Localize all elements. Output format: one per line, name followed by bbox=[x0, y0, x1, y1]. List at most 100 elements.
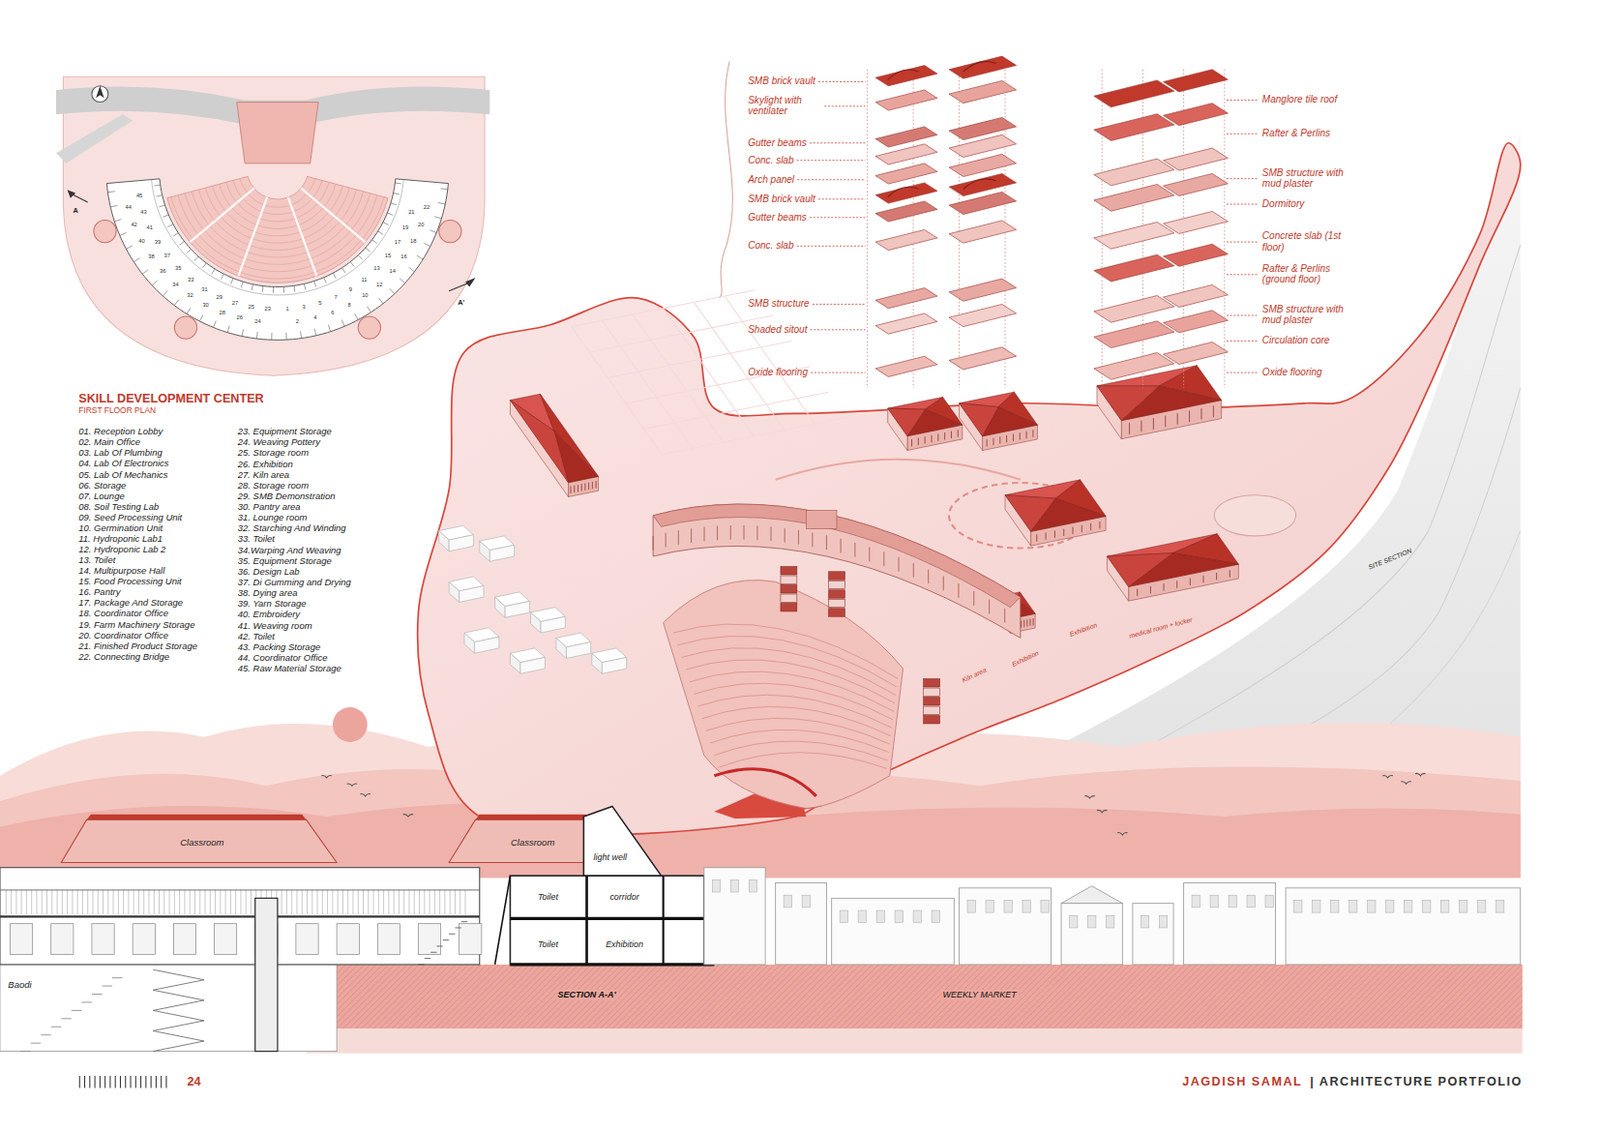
exploded-layer bbox=[875, 126, 938, 148]
window bbox=[417, 923, 441, 955]
illustration-line bbox=[169, 889, 171, 915]
room-list-item: 06. Storage bbox=[78, 479, 126, 491]
illustration-line bbox=[1188, 411, 1190, 423]
illustration-line bbox=[840, 538, 842, 554]
illustration-line bbox=[570, 485, 572, 493]
illustration-line bbox=[913, 69, 915, 388]
illustration-line bbox=[91, 889, 93, 915]
gable bbox=[583, 805, 661, 876]
room-list-item: 44. Coordinator Office bbox=[237, 651, 328, 663]
leader-line bbox=[797, 245, 866, 247]
town-building bbox=[959, 888, 1052, 965]
window bbox=[1495, 899, 1504, 913]
illustration-line bbox=[1215, 572, 1217, 580]
illustration-line bbox=[930, 435, 932, 443]
leader-line bbox=[818, 198, 866, 200]
illustration-line bbox=[1045, 532, 1047, 539]
illustration-line bbox=[41, 889, 43, 915]
exploded-layer bbox=[875, 229, 938, 250]
illustration-line bbox=[992, 438, 994, 445]
illustration-line bbox=[423, 889, 425, 915]
plan-room-number: 41 bbox=[147, 224, 153, 232]
town-building bbox=[1061, 903, 1123, 965]
illustration-line bbox=[251, 284, 253, 291]
illustration-line bbox=[1177, 413, 1179, 425]
exploded-layer bbox=[948, 80, 1017, 103]
illustration-line bbox=[826, 534, 828, 550]
room-list-item: 14. Multipurpose Hall bbox=[78, 565, 165, 577]
section-marker: A bbox=[72, 207, 78, 215]
window bbox=[931, 910, 940, 923]
building-block bbox=[805, 510, 837, 530]
illustration-line bbox=[179, 240, 185, 245]
illustration-line bbox=[174, 299, 178, 306]
illustration-line bbox=[770, 526, 772, 541]
plan-title: SKILL DEVELOPMENT CENTER bbox=[78, 391, 265, 407]
illustration-line bbox=[99, 1075, 101, 1089]
bastion bbox=[357, 316, 381, 339]
illustration-line bbox=[40, 1034, 52, 1036]
illustration-line bbox=[314, 328, 317, 336]
window bbox=[1440, 899, 1449, 913]
window bbox=[1422, 899, 1430, 913]
plan-subtitle: FIRST FLOOR PLAN bbox=[78, 406, 156, 416]
plan-room-number: 24 bbox=[254, 318, 261, 326]
plan-room-number: 8 bbox=[348, 301, 352, 309]
plan-room-number: 26 bbox=[237, 314, 243, 322]
site-label: Exhibition bbox=[1068, 621, 1099, 639]
illustration-shape bbox=[479, 540, 491, 562]
plan-room-number: 28 bbox=[219, 308, 226, 316]
town-building bbox=[831, 897, 955, 965]
town-roof bbox=[1061, 886, 1123, 904]
window bbox=[1105, 915, 1114, 928]
illustration-line bbox=[1029, 619, 1031, 626]
room-list-item: 34.Warping And Weaving bbox=[237, 544, 342, 556]
illustration-line bbox=[296, 889, 297, 915]
exploded-layer bbox=[875, 144, 938, 165]
room-list-item: 39. Yarn Storage bbox=[237, 598, 307, 610]
callout-text: Gutter beams bbox=[747, 211, 807, 224]
section-label: Baodi bbox=[5, 978, 33, 990]
callout-text: SMB brick vault bbox=[747, 76, 816, 89]
callout-text: Gutter beams bbox=[747, 137, 807, 149]
illustration-line bbox=[159, 205, 166, 208]
room-list-item: 16. Pantry bbox=[78, 587, 120, 598]
illustration-line bbox=[398, 889, 400, 915]
exploded-layer bbox=[1094, 353, 1175, 381]
exploded-layer bbox=[1163, 69, 1229, 92]
section-label: light well bbox=[591, 852, 630, 862]
callout-text: Dormitory bbox=[1262, 198, 1304, 210]
illustration-line bbox=[152, 1020, 205, 1032]
illustration-line bbox=[1153, 417, 1155, 430]
illustration-line bbox=[465, 889, 467, 915]
room-list-item: 12. Hydroponic Lab 2 bbox=[78, 544, 166, 556]
author-name: JAGDISH SAMAL bbox=[1182, 1074, 1303, 1090]
callout-text: Oxide flooring bbox=[1262, 366, 1323, 379]
illustration-line bbox=[152, 1040, 205, 1052]
tower bbox=[829, 608, 846, 617]
site-label: medical room + locker bbox=[1128, 615, 1194, 640]
leader-line bbox=[1226, 241, 1259, 243]
seat-row bbox=[702, 706, 891, 736]
illustration-line bbox=[152, 979, 205, 991]
roof bbox=[509, 400, 568, 483]
illustration-line bbox=[94, 1075, 96, 1089]
bird bbox=[1096, 809, 1108, 812]
window bbox=[894, 910, 903, 923]
page-number: 24 bbox=[186, 1074, 201, 1090]
illustration-line bbox=[270, 332, 272, 340]
plan-room-number: 20 bbox=[417, 221, 424, 229]
illustration-line bbox=[256, 331, 259, 339]
ground-band bbox=[305, 964, 1522, 1029]
exploded-layer bbox=[1094, 158, 1175, 186]
illustration-line bbox=[213, 321, 217, 328]
seat-row bbox=[718, 752, 888, 770]
window bbox=[876, 910, 885, 923]
section-label: Toilet bbox=[535, 939, 561, 949]
seat-row bbox=[233, 179, 323, 214]
illustration-line bbox=[418, 889, 420, 915]
illustration-line bbox=[227, 325, 230, 333]
window bbox=[1022, 899, 1031, 913]
bastion bbox=[439, 219, 462, 242]
illustration-shape bbox=[489, 544, 514, 562]
